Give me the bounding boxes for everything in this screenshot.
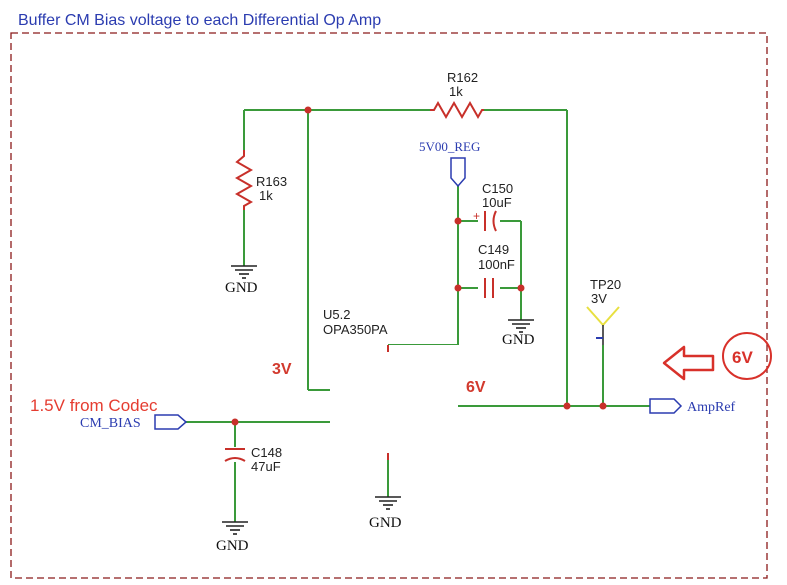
resistor-r163[interactable]: R163 1k [234, 150, 287, 210]
gnd-symbol-opamp [375, 496, 401, 510]
u5-ref: U5.2 [323, 307, 350, 322]
port-ampref[interactable]: AmpRef [649, 398, 736, 415]
resistor-r162[interactable]: R162 1k [430, 70, 484, 120]
junction-dot [563, 402, 571, 410]
sheet-title: Buffer CM Bias voltage to each Different… [18, 12, 381, 29]
c148-ref: C148 [251, 445, 282, 460]
gnd-symbol-r163 [231, 265, 257, 279]
wires [186, 109, 650, 522]
ampref-label: AmpRef [687, 400, 736, 415]
c149-ref: C149 [478, 242, 509, 257]
sheet-border [10, 32, 768, 579]
gnd-label: GND [369, 515, 402, 531]
annotation-codec-note: 1.5V from Codec [30, 396, 158, 415]
c150-ref: C150 [482, 181, 513, 196]
c150-value: 10uF [482, 195, 512, 210]
power-port-5v00-reg[interactable]: 5V00_REG [419, 139, 480, 188]
callout-circle [722, 332, 772, 380]
port-cm-bias[interactable]: CM_BIAS [80, 414, 188, 431]
junction-dot [454, 284, 462, 292]
gnd-label: GND [216, 538, 249, 554]
gnd-label: GND [502, 332, 535, 348]
r163-value: 1k [259, 188, 273, 203]
opamp-u5-2[interactable]: U5.2 OPA350PA [323, 307, 458, 460]
callout-arrow-icon [662, 345, 715, 381]
c148-value: 47uF [251, 459, 281, 474]
c150-polarity: + [473, 209, 480, 223]
capacitor-c148[interactable]: C148 47uF [224, 445, 282, 474]
testpoint-tp20[interactable]: TP20 3V [586, 277, 621, 345]
junction-dot [231, 418, 239, 426]
gnd-symbol-c148 [222, 521, 248, 535]
tp20-ref: TP20 [590, 277, 621, 292]
callout-6v: 6V [732, 348, 753, 367]
r162-value: 1k [449, 84, 463, 99]
cm-bias-label: CM_BIAS [80, 416, 141, 431]
junctions [231, 106, 607, 426]
annotation-6v-output: 6V [466, 379, 486, 396]
capacitor-c149[interactable]: C149 100nF [478, 242, 515, 298]
gnd-symbol-c149 [508, 319, 534, 333]
junction-dot [304, 106, 312, 114]
tp20-value: 3V [591, 291, 607, 306]
r163-ref: R163 [256, 174, 287, 189]
u5-value: OPA350PA [323, 322, 388, 337]
r162-ref: R162 [447, 70, 478, 85]
junction-dot [599, 402, 607, 410]
junction-dot [517, 284, 525, 292]
c149-value: 100nF [478, 257, 515, 272]
junction-dot [454, 217, 462, 225]
supply-net-label: 5V00_REG [419, 139, 480, 154]
gnd-label: GND [225, 280, 258, 296]
capacitor-c150[interactable]: + C150 10uF [473, 181, 513, 232]
annotation-3v: 3V [272, 361, 292, 378]
